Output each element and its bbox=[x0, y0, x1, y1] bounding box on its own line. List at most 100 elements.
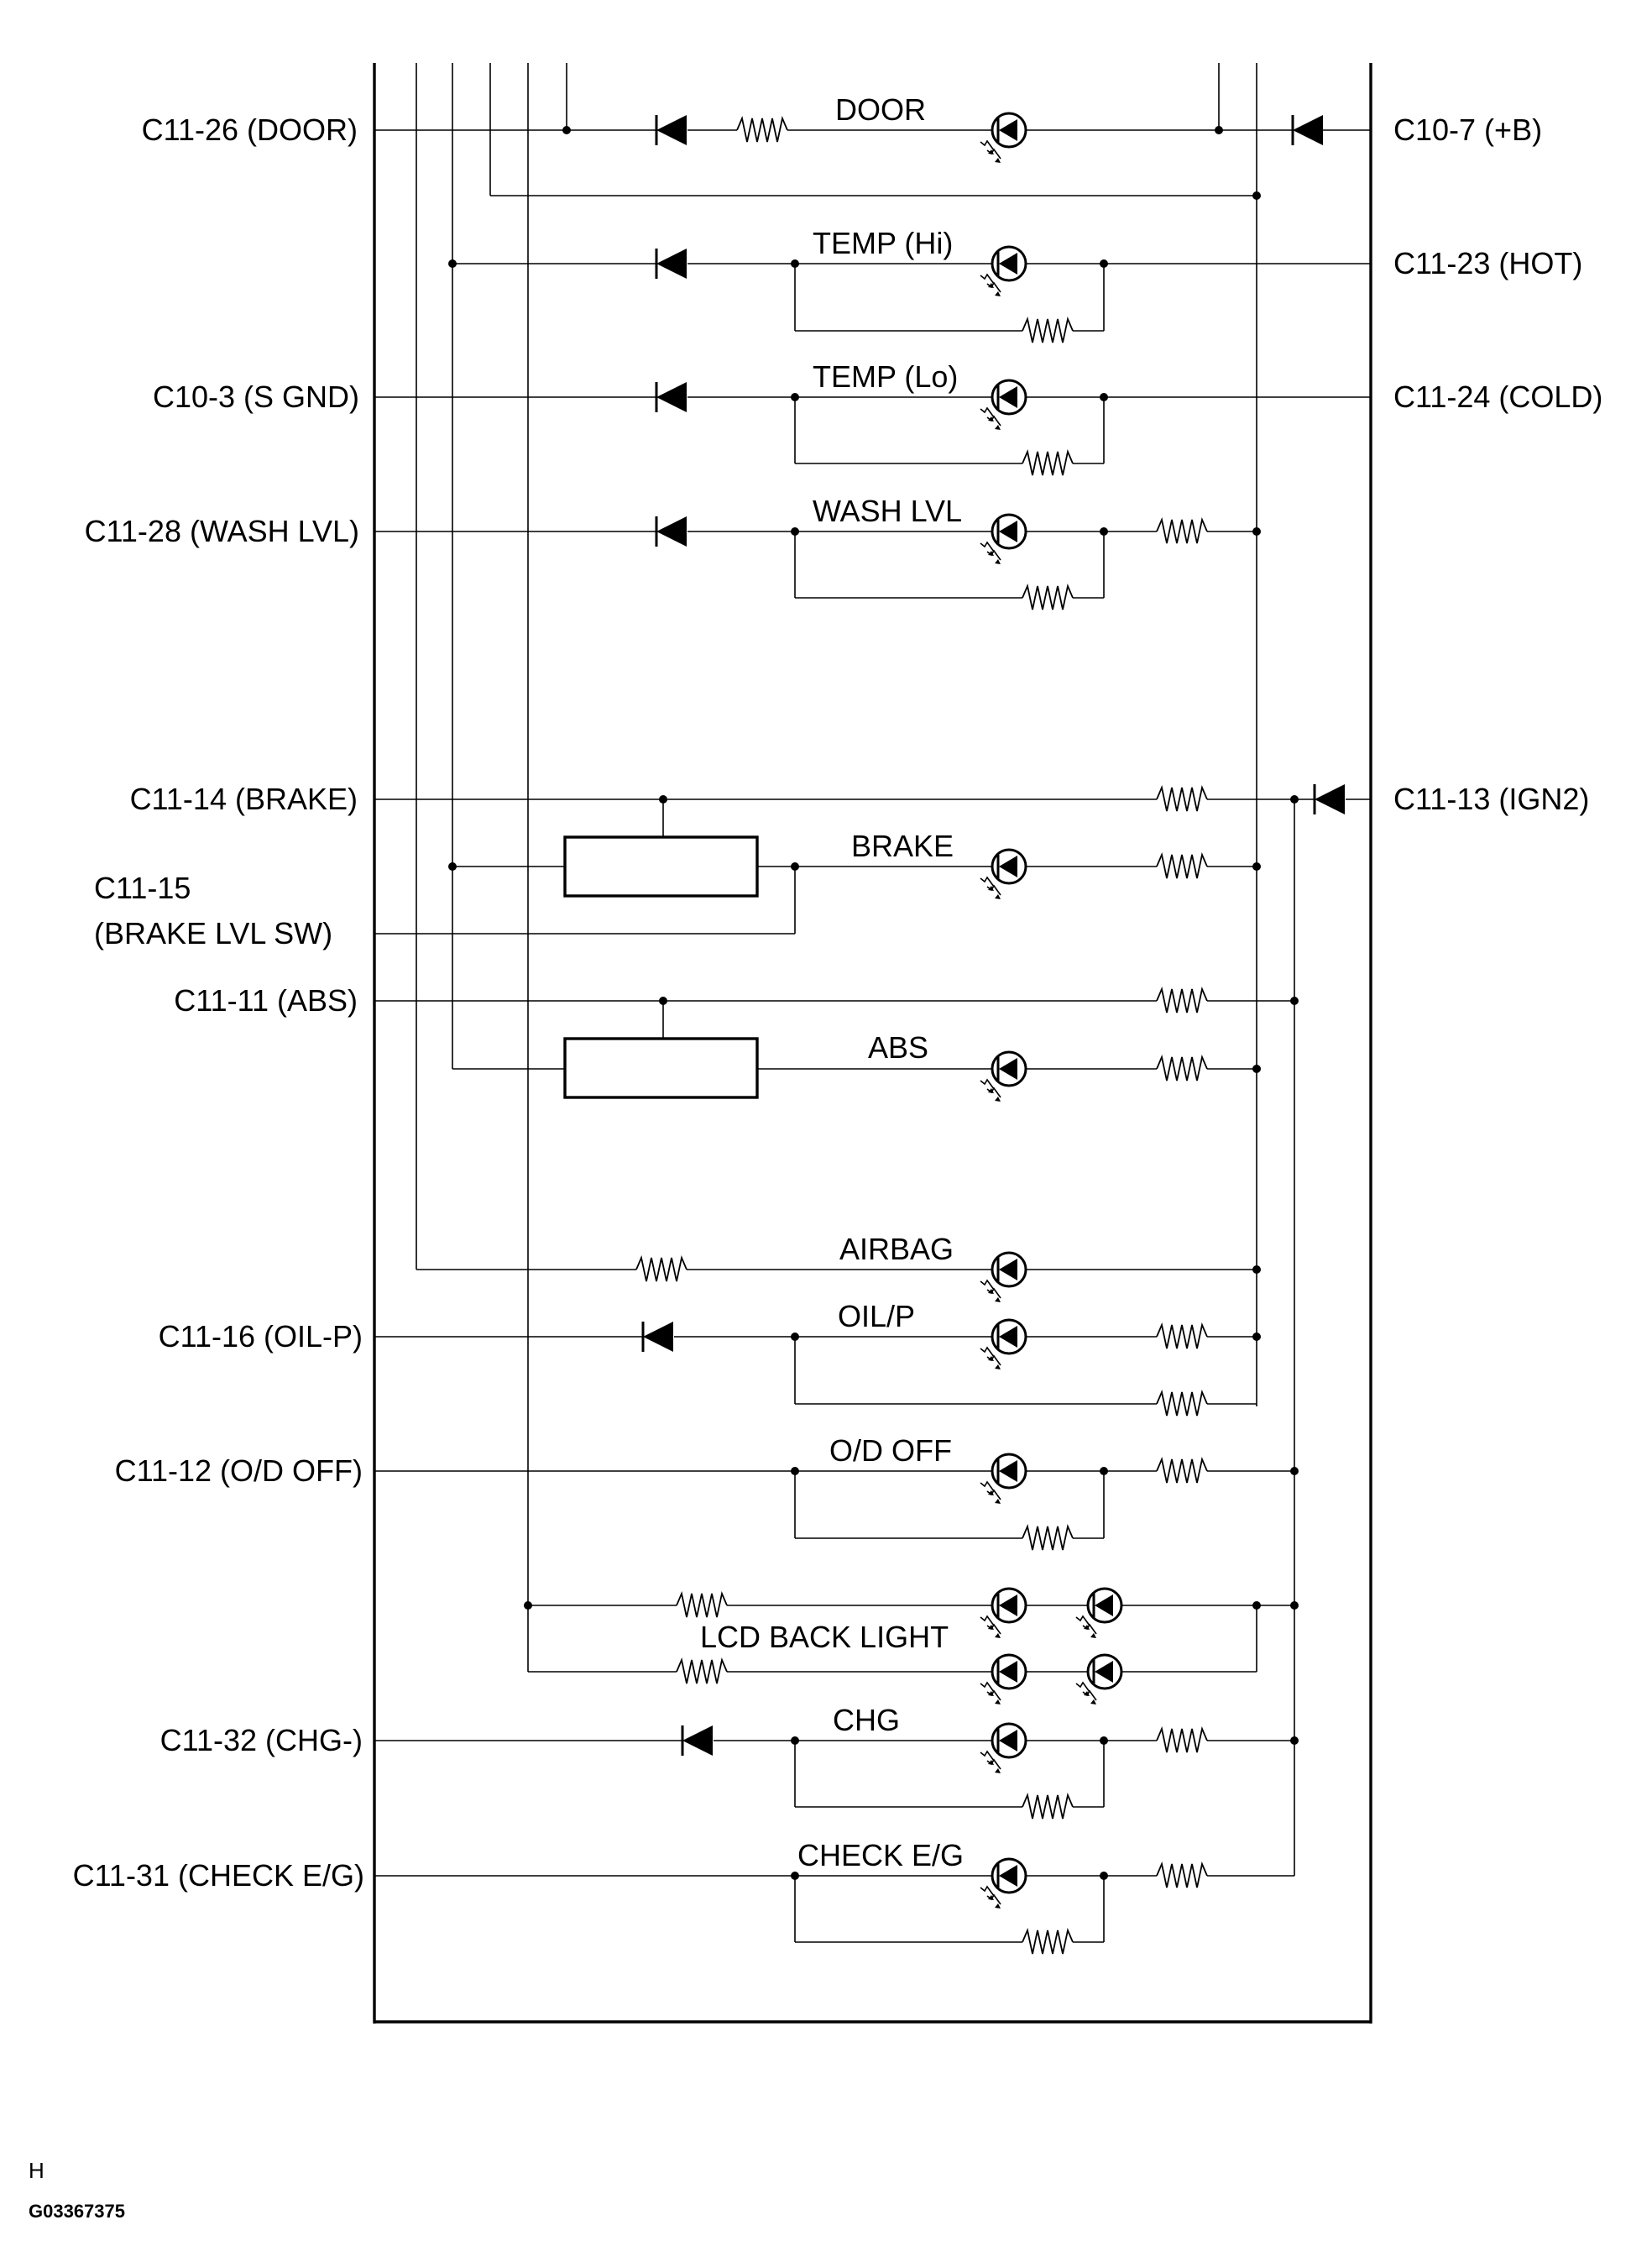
junction-dot bbox=[448, 259, 457, 268]
resistor-icon bbox=[676, 1591, 728, 1618]
junction-dot bbox=[1252, 191, 1261, 200]
indicator-label: BRAKE bbox=[851, 829, 954, 863]
terminal-label: C11-28 (WASH LVL) bbox=[85, 514, 359, 548]
junction-dot bbox=[1100, 259, 1108, 268]
junction-dot bbox=[1290, 1601, 1299, 1610]
right-terminal-labels: C10-7 (+B) C11-23 (HOT) C11-24 (COLD) C1… bbox=[1393, 113, 1602, 816]
terminal-label: C10-3 (S GND) bbox=[153, 380, 359, 414]
indicator-label: CHG bbox=[833, 1703, 900, 1737]
junction-dot bbox=[1252, 1601, 1261, 1610]
terminal-label: C11-31 (CHECK E/G) bbox=[73, 1858, 364, 1893]
indicator-label: LCD BACK LIGHT bbox=[700, 1620, 949, 1654]
resistor-icon bbox=[1156, 1322, 1208, 1349]
led-indicator-icon bbox=[980, 245, 1027, 296]
led-indicator-icon bbox=[980, 1857, 1027, 1909]
junction-dot bbox=[1290, 795, 1299, 804]
led-indicator-icon bbox=[980, 1318, 1027, 1369]
led-indicator-icon bbox=[980, 1653, 1027, 1704]
junction-dot bbox=[791, 527, 799, 536]
indicator-label: CHECK E/G bbox=[797, 1838, 964, 1872]
resistor-icon bbox=[1156, 1861, 1208, 1888]
junction-dot bbox=[1215, 126, 1223, 134]
junction-dot bbox=[1100, 1872, 1108, 1880]
led-indicator-icon bbox=[980, 1453, 1027, 1504]
terminal-label: C11-32 (CHG-) bbox=[160, 1723, 363, 1757]
resistor-icon bbox=[1156, 1457, 1208, 1484]
terminal-label: C11-24 (COLD) bbox=[1393, 380, 1602, 414]
internal-buses bbox=[416, 63, 1295, 1876]
resistor-icon bbox=[1022, 584, 1074, 610]
junction-dot bbox=[1100, 1467, 1108, 1475]
resistor-icon bbox=[676, 1657, 728, 1684]
resistor-icon bbox=[1022, 1793, 1074, 1820]
resistor-icon bbox=[1156, 852, 1208, 879]
resistor-icon bbox=[1022, 1524, 1074, 1551]
led-indicator-icon bbox=[980, 1251, 1027, 1302]
led-indicator-icon bbox=[980, 112, 1027, 163]
led-indicator-icon bbox=[980, 848, 1027, 899]
resistor-icon bbox=[1156, 987, 1208, 1013]
indicator-label: O/D OFF bbox=[829, 1433, 952, 1468]
junction-dot bbox=[1100, 527, 1108, 536]
junction-dot bbox=[659, 997, 667, 1005]
frame bbox=[373, 63, 1372, 2024]
junction-dot bbox=[1252, 862, 1261, 871]
terminal-label: C11-16 (OIL-P) bbox=[159, 1319, 363, 1354]
circuit bbox=[374, 112, 1371, 1955]
junction-dot bbox=[659, 795, 667, 804]
resistor-icon bbox=[1022, 1928, 1074, 1955]
led-indicator-icon bbox=[1075, 1653, 1123, 1704]
diode-icon bbox=[655, 382, 687, 412]
indicator-labels: DOOR TEMP (Hi) TEMP (Lo) WASH LVL BRAKE … bbox=[700, 92, 964, 1872]
terminal-label: C11-14 (BRAKE) bbox=[130, 782, 358, 816]
led-indicator-icon bbox=[980, 513, 1027, 564]
junction-dot bbox=[448, 862, 457, 871]
junction-dot bbox=[791, 259, 799, 268]
junction-dot bbox=[1252, 527, 1261, 536]
diode-icon bbox=[641, 1322, 673, 1352]
junction-dot bbox=[1100, 1736, 1108, 1745]
indicator-label: TEMP (Hi) bbox=[813, 226, 953, 260]
junction-dot bbox=[1252, 1333, 1261, 1341]
terminal-label: C11-26 (DOOR) bbox=[142, 113, 358, 147]
resistor-icon bbox=[1156, 1726, 1208, 1753]
diode-icon bbox=[655, 249, 687, 279]
terminal-label: C11-23 (HOT) bbox=[1393, 246, 1582, 280]
diode-icon bbox=[681, 1725, 713, 1756]
indicator-label: WASH LVL bbox=[813, 494, 962, 528]
junction-dot bbox=[791, 1467, 799, 1475]
junction-dot bbox=[791, 1333, 799, 1341]
led-indicator-icon bbox=[980, 1722, 1027, 1773]
diode-icon bbox=[655, 516, 687, 547]
resistor-icon bbox=[635, 1255, 687, 1282]
diode-icon bbox=[1291, 115, 1323, 145]
junction-dot bbox=[1290, 997, 1299, 1005]
left-terminal-labels: C11-26 (DOOR) C10-3 (S GND) C11-28 (WASH… bbox=[73, 113, 364, 1893]
junction-dot bbox=[791, 393, 799, 401]
indicator-label: TEMP (Lo) bbox=[813, 359, 958, 394]
junction-dot bbox=[791, 862, 799, 871]
led-indicator-icon bbox=[980, 1587, 1027, 1638]
junction-dot bbox=[524, 1601, 532, 1610]
led-indicator-icon bbox=[1075, 1587, 1123, 1638]
led-indicator-icon bbox=[980, 1050, 1027, 1102]
resistor-icon bbox=[1156, 785, 1208, 812]
indicator-label: DOOR bbox=[835, 92, 926, 127]
indicator-label: OIL/P bbox=[838, 1299, 915, 1333]
resistor-icon bbox=[1156, 517, 1208, 544]
footer-letter: H bbox=[29, 2158, 44, 2183]
junction-dot bbox=[1290, 1467, 1299, 1475]
junction-dot bbox=[562, 126, 571, 134]
indicator-label: ABS bbox=[868, 1030, 928, 1065]
led-indicator-icon bbox=[980, 379, 1027, 430]
junction-dot bbox=[1252, 1265, 1261, 1274]
diode-icon bbox=[655, 115, 687, 145]
diode-icon bbox=[1313, 784, 1345, 814]
resistor-icon bbox=[1022, 449, 1074, 476]
terminal-label: C10-7 (+B) bbox=[1393, 113, 1542, 147]
terminal-label: C11-15 bbox=[94, 871, 191, 905]
terminal-label: C11-11 (ABS) bbox=[174, 983, 358, 1018]
resistor-icon bbox=[736, 116, 788, 143]
resistor-icon bbox=[1022, 317, 1074, 343]
